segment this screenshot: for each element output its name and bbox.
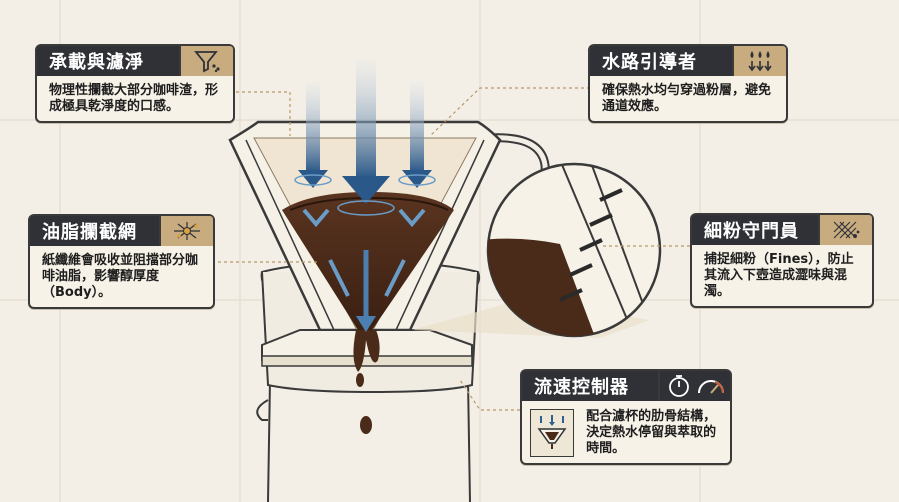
card-content: 配合濾杯的肋骨結構，決定熱水停留與萃取的時間。 [522, 401, 730, 463]
card-description: 物理性攔截大部分咖啡渣，形成極具乾淨度的口感。 [49, 83, 219, 114]
funnel-filter-icon [179, 46, 233, 76]
timing-icons [658, 371, 730, 401]
card-title: 油脂攔截網 [42, 222, 137, 243]
card-flow-control: 流速控制器 配合濾杯的肋骨結構，決定熱水停留與萃取的時間。 [520, 369, 732, 465]
card-header: 水路引導者 [590, 46, 786, 76]
card-fines-keeper: 細粉守門員 捕捉細粉（Fines），防止其流入下壺造成澀味與混濁。 [690, 213, 874, 308]
leader-lines [212, 87, 690, 411]
card-carry-filter: 承載與濾淨 物理性攔截大部分咖啡渣，形成極具乾淨度的口感。 [35, 44, 235, 123]
card-description: 配合濾杯的肋骨結構，決定熱水停留與萃取的時間。 [586, 409, 717, 456]
dripper-arrows-icon [530, 409, 575, 457]
card-title: 流速控制器 [534, 377, 629, 398]
card-title: 水路引導者 [602, 52, 697, 73]
card-title: 細粉守門員 [704, 221, 799, 242]
water-flow-arrows [294, 60, 436, 332]
card-description: 確保熱水均勻穿過粉層，避免通道效應。 [602, 83, 772, 114]
card-header: 油脂攔截網 [30, 216, 213, 246]
card-header: 承載與濾淨 [37, 46, 233, 76]
card-description: 紙纖維會吸收並阻擋部分咖啡油脂，影響醇厚度（Body）。 [42, 253, 199, 300]
stopwatch-icon [669, 375, 724, 397]
mesh-droplets-icon [159, 216, 213, 246]
card-title: 承載與濾淨 [49, 52, 144, 73]
card-header: 細粉守門員 [692, 215, 872, 245]
card-oil-filter: 油脂攔截網 紙纖維會吸收並阻擋部分咖啡油脂，影響醇厚度（Body）。 [28, 214, 215, 309]
card-description: 捕捉細粉（Fines），防止其流入下壺造成澀味與混濁。 [704, 252, 854, 299]
card-water-guide: 水路引導者 確保熱水均勻穿過粉層，避免通道效應。 [588, 44, 788, 123]
water-drops-arrows-icon [732, 46, 786, 76]
fines-mesh-icon [818, 215, 872, 245]
card-header: 流速控制器 [522, 371, 730, 401]
